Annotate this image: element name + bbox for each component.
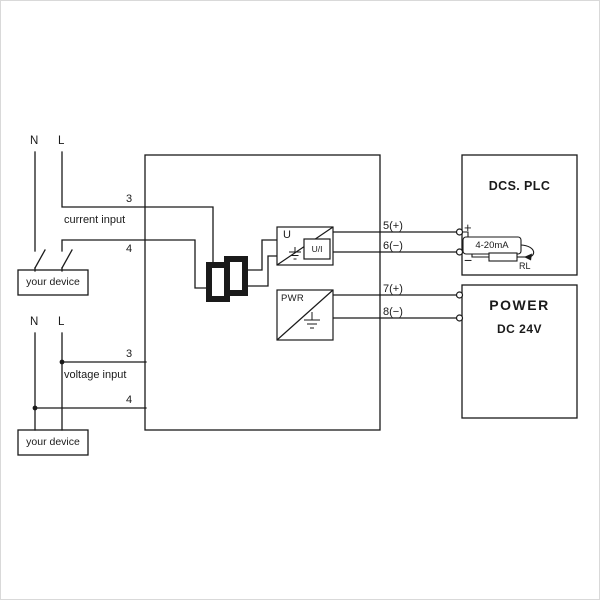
terminal5-label: 5(+) <box>383 220 403 232</box>
terminal4-current-label: 4 <box>126 243 133 255</box>
plus-terminal-label: + <box>464 220 472 235</box>
dcs-plc-internals <box>462 231 535 262</box>
wires <box>34 151 458 431</box>
transformer-icon <box>206 256 248 302</box>
dcs-plc-title: DCS. PLC <box>488 179 551 193</box>
ground-icon-u <box>289 247 301 260</box>
pwr-block <box>276 289 334 341</box>
junction-dot-l-bottom <box>59 359 65 365</box>
switch-blade-l-icon <box>61 249 73 269</box>
terminal8-label: 8(−) <box>383 306 403 318</box>
wire-ct-out-top <box>247 239 278 271</box>
your-device-top-label: your device <box>26 276 80 288</box>
current-loop-arrowhead <box>524 253 532 261</box>
wire-ct-out-bottom <box>247 255 278 287</box>
signal-range-label: 4-20mA <box>475 240 509 251</box>
pwr-block-label: PWR <box>281 293 305 304</box>
converter-main-box <box>144 154 381 431</box>
power-supply-box <box>461 284 578 419</box>
your-device-box-bottom <box>17 429 89 456</box>
pwr-block-diagonal <box>276 289 334 341</box>
terminal3-voltage-label: 3 <box>126 348 133 360</box>
ground-icon-pwr <box>304 312 320 329</box>
terminal-circles <box>455 228 464 322</box>
u-block-label: U <box>283 229 291 241</box>
minus-terminal-label: − <box>464 252 473 268</box>
ui-block-label: U/I <box>311 244 323 254</box>
terminal8-circle <box>455 314 464 322</box>
phase-label-n-bottom: N <box>30 316 39 328</box>
power-title: POWER <box>489 297 550 313</box>
load-resistor-label: RL <box>519 261 531 271</box>
terminal6-label: 6(−) <box>383 240 403 252</box>
phase-label-l-top: L <box>58 135 65 147</box>
terminal5-circle <box>455 228 464 236</box>
wire-plus-terminal <box>462 231 469 237</box>
ui-inner-box <box>303 238 331 260</box>
terminal7-label: 7(+) <box>383 283 403 295</box>
u-converter-block <box>276 226 334 266</box>
dcs-plc-box <box>461 154 578 276</box>
voltage-input-label: voltage input <box>64 369 127 381</box>
terminal4-voltage-label: 4 <box>126 394 133 406</box>
terminal7-circle <box>455 291 464 299</box>
switch-blade-n-icon <box>34 249 46 269</box>
junction-dot-n-bottom <box>32 405 38 411</box>
wire-terminal4-return-to-l <box>61 239 207 289</box>
phase-label-l-bottom: L <box>58 316 65 328</box>
your-device-box-top <box>17 269 89 296</box>
transformer-ring-left <box>206 262 230 302</box>
load-resistor-icon <box>488 252 518 262</box>
phase-label-n-top: N <box>30 135 39 147</box>
terminal3-current-label: 3 <box>126 193 133 205</box>
wire-l-top-to-terminal3 <box>61 151 214 264</box>
power-voltage-label: DC 24V <box>496 322 543 336</box>
current-input-label: current input <box>64 214 126 226</box>
terminal6-circle <box>455 248 464 256</box>
your-device-bottom-label: your device <box>26 436 80 448</box>
